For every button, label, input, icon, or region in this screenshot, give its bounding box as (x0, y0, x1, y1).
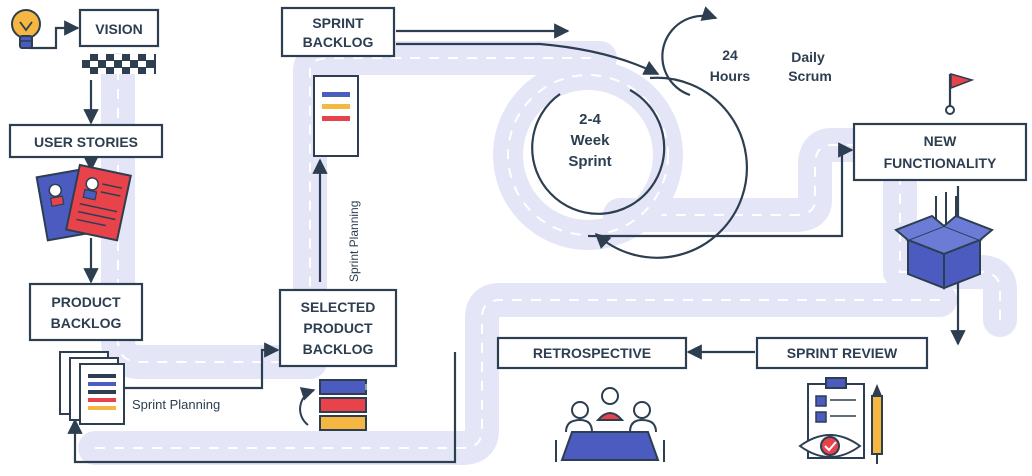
arrow-lightbulb-to-vision (30, 20, 80, 50)
node-user-stories: USER STORIES (8, 123, 164, 159)
user-story-cards-icon (35, 163, 132, 242)
lightbulb-icon (11, 9, 41, 49)
24-hours-label: 24 Hours (710, 47, 751, 84)
review-clipboard-icon (798, 377, 883, 464)
delivery-box-icon (894, 192, 994, 290)
daily-scrum-label: Daily Scrum (788, 49, 832, 84)
svg-text:24: 24 (722, 47, 738, 63)
node-sprint-review: SPRINT REVIEW (755, 336, 929, 370)
svg-text:SPRINT: SPRINT (312, 15, 364, 31)
book-stack-icon (299, 379, 367, 431)
svg-text:BACKLOG: BACKLOG (303, 34, 374, 50)
sprint-backlog-list-icon (313, 75, 359, 157)
node-vision: VISION (78, 8, 160, 48)
arrow-retro-to-backlog (67, 352, 457, 464)
node-selected-product-backlog: SELECTED PRODUCT BACKLOG (278, 288, 398, 368)
svg-text:Sprint: Sprint (568, 153, 611, 170)
sprint-planning-vertical-label: Sprint Planning (347, 201, 361, 282)
svg-text:Week: Week (571, 132, 611, 149)
svg-text:USER STORIES: USER STORIES (34, 134, 138, 150)
svg-text:BACKLOG: BACKLOG (303, 341, 374, 357)
svg-text:Scrum: Scrum (788, 68, 832, 84)
node-new-functionality: NEW FUNCTIONALITY (852, 122, 1028, 182)
svg-text:PRODUCT: PRODUCT (51, 294, 121, 310)
node-retrospective: RETROSPECTIVE (496, 336, 688, 370)
team-meeting-icon (555, 387, 665, 462)
node-product-backlog: PRODUCT BACKLOG (28, 282, 144, 342)
sprint-cycle-circle (531, 76, 748, 259)
node-sprint-backlog: SPRINT BACKLOG (280, 6, 396, 58)
arrow-sprint-backlog-to-cycle (396, 42, 660, 75)
svg-text:Daily: Daily (791, 49, 825, 65)
red-flag-icon (945, 73, 975, 115)
sprint-cycle-label: 2-4 Week Sprint (568, 111, 611, 170)
sprint-planning-label: Sprint Planning (132, 397, 220, 412)
svg-text:SELECTED: SELECTED (301, 299, 376, 315)
svg-text:BACKLOG: BACKLOG (51, 315, 122, 331)
svg-text:2-4: 2-4 (579, 111, 601, 128)
svg-text:RETROSPECTIVE: RETROSPECTIVE (533, 345, 651, 361)
svg-text:NEW: NEW (924, 133, 957, 149)
svg-text:VISION: VISION (95, 21, 142, 37)
backlog-documents-icon (59, 351, 125, 425)
daily-scrum-loop (661, 6, 718, 97)
svg-text:FUNCTIONALITY: FUNCTIONALITY (884, 155, 997, 171)
svg-text:PRODUCT: PRODUCT (303, 320, 373, 336)
arrow-backlog-to-selected (124, 342, 280, 390)
checkered-flag-icon (82, 54, 156, 74)
svg-text:SPRINT REVIEW: SPRINT REVIEW (787, 345, 898, 361)
svg-text:Hours: Hours (710, 68, 751, 84)
